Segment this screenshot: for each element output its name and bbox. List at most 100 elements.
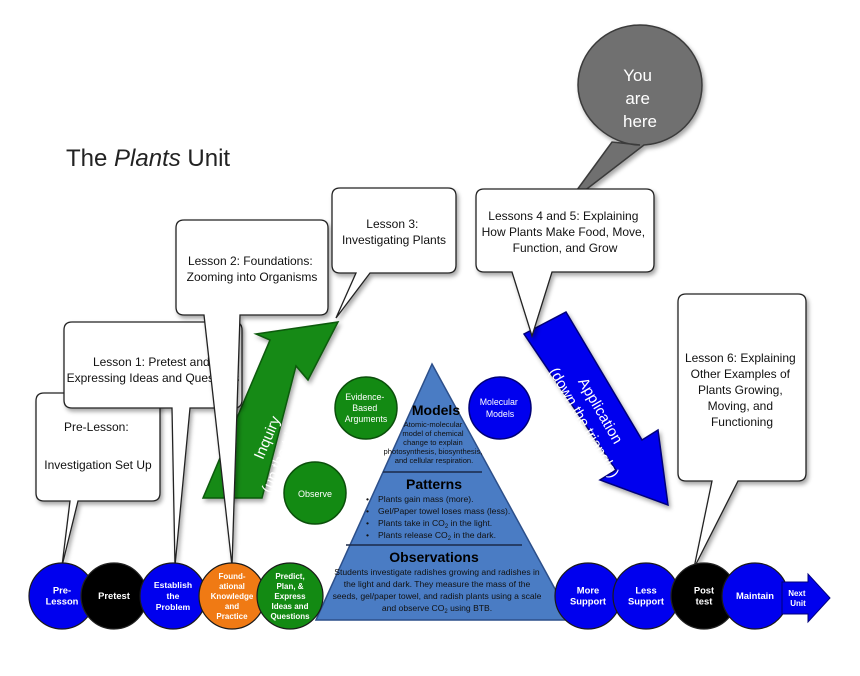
timeline-label: and [225, 602, 239, 611]
callout-text: Investigation Set Up [44, 458, 152, 472]
you-are-here-shape [565, 24, 703, 206]
timeline-label: Maintain [736, 590, 774, 601]
timeline-label: Pre- [53, 585, 71, 596]
observations-title: Observations [389, 549, 479, 565]
timeline-label: Found- [218, 572, 245, 581]
patterns-bullet: • [366, 506, 369, 516]
callout-text: Pre-Lesson: [64, 420, 129, 434]
timeline-label: test [696, 596, 713, 607]
evidence-based-arguments-circle: Evidence- Based Arguments [334, 376, 398, 440]
timeline-label: ational [219, 582, 245, 591]
observations-line: the light and dark. They measure the mas… [344, 579, 531, 589]
models-text: photosynthesis, biosynthesis, [384, 447, 483, 456]
callout-lesson6: Lesson 6: Explaining Other Examples of P… [677, 293, 807, 569]
callout-text: Lesson 1: Pretest and [93, 355, 210, 369]
timeline-label: Predict, [275, 572, 304, 581]
timeline-label: Pretest [98, 590, 130, 601]
timeline-label: Practice [216, 612, 248, 621]
callout-text: Zooming into Organisms [187, 270, 318, 284]
timeline-label: More [577, 585, 599, 596]
timeline-label: Less [635, 585, 656, 596]
callout-text: Expressing Ideas and Questions [67, 371, 240, 385]
timeline-label: Support [570, 596, 606, 607]
callout-text: Investigating Plants [342, 233, 446, 247]
callout-text: Other Examples of [691, 367, 791, 381]
patterns-bullet: • [366, 518, 369, 528]
patterns-bullet: • [366, 494, 369, 504]
timeline-label: Knowledge [211, 592, 254, 601]
timeline-label: Questions [270, 612, 310, 621]
svg-text:Atomic-molecular model o: Atomic-molecular model of chemical chang… [384, 420, 485, 465]
svg-text:Molecular Models: Molecular Models [480, 397, 521, 419]
svg-text:Observe: Observe [298, 489, 332, 499]
svg-text:Next Unit: Next Unit [788, 589, 808, 608]
models-text: Atomic-molecular [404, 420, 463, 429]
timeline-label: the [167, 591, 180, 601]
svg-text:You are here: You are here [623, 66, 657, 131]
svg-text:Lessons 4 and 5: Explaining: Lessons 4 and 5: Explaining How Plants M… [482, 209, 649, 255]
observations-line: Students investigate radishes growing an… [334, 567, 540, 577]
svg-text:Lesson 2: Foundations: Z: Lesson 2: Foundations: Zooming into Orga… [187, 254, 318, 284]
timeline-circle [256, 562, 324, 630]
next-unit-arrow: Next Unit [781, 572, 831, 624]
timeline-node-maintain: Maintain [721, 562, 789, 630]
svg-text:Pre-Lesson: Investigatio: Pre-Lesson: Investigation Set Up [44, 420, 152, 472]
timeline-label: Express [274, 592, 306, 601]
patterns-item: Gel/Paper towel loses mass (less). [378, 506, 510, 516]
models-text: and cellular respiration. [395, 456, 474, 465]
callout-text: How Plants Make Food, Move, [482, 225, 645, 239]
timeline-label: Ideas and [272, 602, 309, 611]
you-are-here-line: You [623, 66, 652, 85]
callout-text: Lesson 3: [366, 217, 418, 231]
timeline-label: Support [628, 596, 664, 607]
observations-line: and observe CO2 using BTB. [382, 603, 492, 615]
callout-lesson2: Lesson 2: Foundations: Zooming into Orga… [175, 219, 329, 567]
you-are-here-line: are [625, 89, 650, 108]
patterns-bullet: • [366, 530, 369, 540]
you-are-here-line: here [623, 112, 657, 131]
callout-text: Moving, and [708, 399, 773, 413]
molecular-models-circle: Molecular Models [468, 376, 532, 440]
patterns-item: Plants take in CO2 in the light. [378, 518, 492, 530]
svg-text:Lesson 3: Investigating: Lesson 3: Investigating Plants [342, 217, 446, 247]
timeline-label: Plan, & [276, 582, 303, 591]
observe-circle: Observe [283, 461, 347, 525]
timeline-label: Problem [156, 602, 191, 612]
callout-text: Lesson 6: Explaining [685, 351, 796, 365]
callout-pre-lesson: Pre-Lesson: Investigation Set Up [35, 392, 161, 567]
callout-text: Lesson 2: Foundations: [188, 254, 313, 268]
callout-lesson3: Lesson 3: Investigating Plants [331, 187, 457, 319]
you-are-here-bubble: You are here [565, 24, 703, 206]
callout-text: Lessons 4 and 5: Explaining [488, 209, 638, 223]
callout-lesson45: Lessons 4 and 5: Explaining How Plants M… [475, 188, 655, 339]
patterns-title: Patterns [406, 476, 462, 492]
observations-text: Students investigate radishes growing an… [333, 567, 542, 615]
svg-text:Evidence- Based Ar: Evidence- Based Arguments [345, 392, 388, 424]
timeline-label: Lesson [46, 596, 79, 607]
timeline-label: Establish [154, 580, 192, 590]
patterns-list: • Plants gain mass (more). • Gel/Paper t… [366, 494, 510, 542]
page-title: The Plants Unit [66, 145, 230, 172]
svg-text:Lesson 6: Explaining Oth: Lesson 6: Explaining Other Examples of P… [685, 351, 799, 429]
patterns-item: Plants gain mass (more). [378, 494, 474, 504]
models-text: change to explain [403, 438, 463, 447]
observations-line: seeds, gel/paper towel, and radish plant… [333, 591, 542, 601]
application-arrow: Application (down the triangle) [522, 311, 669, 507]
svg-text:Lesson 1: Pretest and Ex: Lesson 1: Pretest and Expressing Ideas a… [67, 355, 240, 385]
callout-text: Function, and Grow [513, 241, 618, 255]
callout-text: Plants Growing, [698, 383, 783, 397]
next-unit-label: Next [788, 589, 806, 598]
triangle-pyramid: Models Atomic-molecular model of chemica… [314, 362, 574, 621]
timeline-label: Post [694, 585, 714, 596]
timeline-node-pretest: Pretest [80, 562, 148, 630]
callout-text: Functioning [711, 415, 773, 429]
callout-lesson1: Lesson 1: Pretest and Expressing Ideas a… [63, 321, 243, 567]
models-text: model of chemical [402, 429, 464, 438]
next-unit-label: Unit [790, 599, 806, 608]
